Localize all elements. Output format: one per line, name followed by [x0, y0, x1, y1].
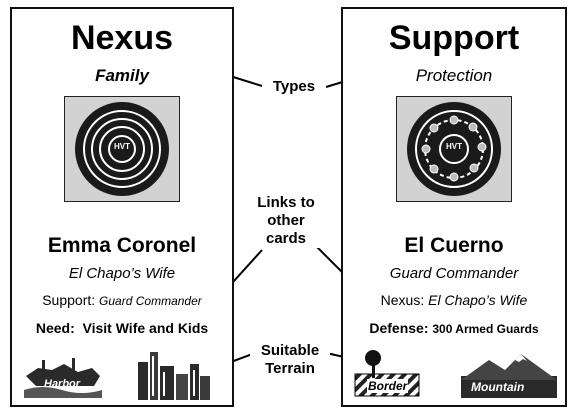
defense-line: Defense: 300 Armed Guards: [343, 319, 565, 338]
city-terrain-icon: [132, 346, 214, 402]
nexus-card: Nexus Family HVT Emma Coronel El Chapo’s…: [10, 7, 234, 407]
links-line-2: other: [267, 212, 305, 229]
terrain-line-1: Suitable: [260, 342, 320, 359]
harbor-terrain-icon: Harbor: [22, 346, 104, 402]
support-value: Guard Commander: [99, 294, 202, 308]
character-role: Guard Commander: [389, 265, 519, 282]
target-image: HVT: [396, 96, 512, 202]
links-annotation: Links to other cards: [246, 194, 326, 248]
border-terrain-icon: Border: [351, 346, 433, 402]
support-card: Support Protection HVT El Cuerno Guard C…: [341, 7, 567, 407]
nexus-label: Nexus:: [380, 292, 425, 308]
defense-value: 300 Armed Guards: [432, 322, 539, 336]
hvt-label: HVT: [114, 142, 130, 151]
links-line-3: cards: [265, 230, 307, 247]
need-value: Visit Wife and Kids: [82, 320, 209, 336]
character-name: Emma Coronel: [47, 234, 197, 257]
defense-label: Defense:: [369, 320, 429, 336]
terrain-2-label: Mountain: [471, 380, 525, 394]
support-label: Support:: [42, 292, 96, 308]
target-image: HVT: [64, 96, 180, 202]
character-name: El Cuerno: [404, 234, 504, 257]
terrain-line-2: Terrain: [265, 360, 315, 377]
types-annotation: Types: [262, 78, 326, 96]
character-role: El Chapo’s Wife: [68, 265, 176, 282]
need-label: Need:: [35, 320, 75, 336]
hvt-label: HVT: [446, 142, 462, 151]
card-title: Support: [388, 19, 520, 57]
nexus-link-line: Nexus: El Chapo’s Wife: [343, 291, 565, 309]
links-line-1: Links to: [257, 194, 315, 211]
card-type: Protection: [415, 66, 493, 85]
nexus-value: El Chapo’s Wife: [428, 292, 528, 308]
terrain-1-label: Harbor: [44, 378, 81, 390]
need-line: Need: Visit Wife and Kids: [12, 319, 232, 337]
support-link-line: Support: Guard Commander: [12, 291, 232, 310]
card-type: Family: [95, 66, 149, 85]
card-title: Nexus: [70, 19, 174, 57]
mountain-terrain-icon: Mountain: [461, 346, 557, 402]
terrain-1-label: Border: [367, 379, 409, 393]
terrain-annotation: Suitable Terrain: [250, 342, 330, 378]
